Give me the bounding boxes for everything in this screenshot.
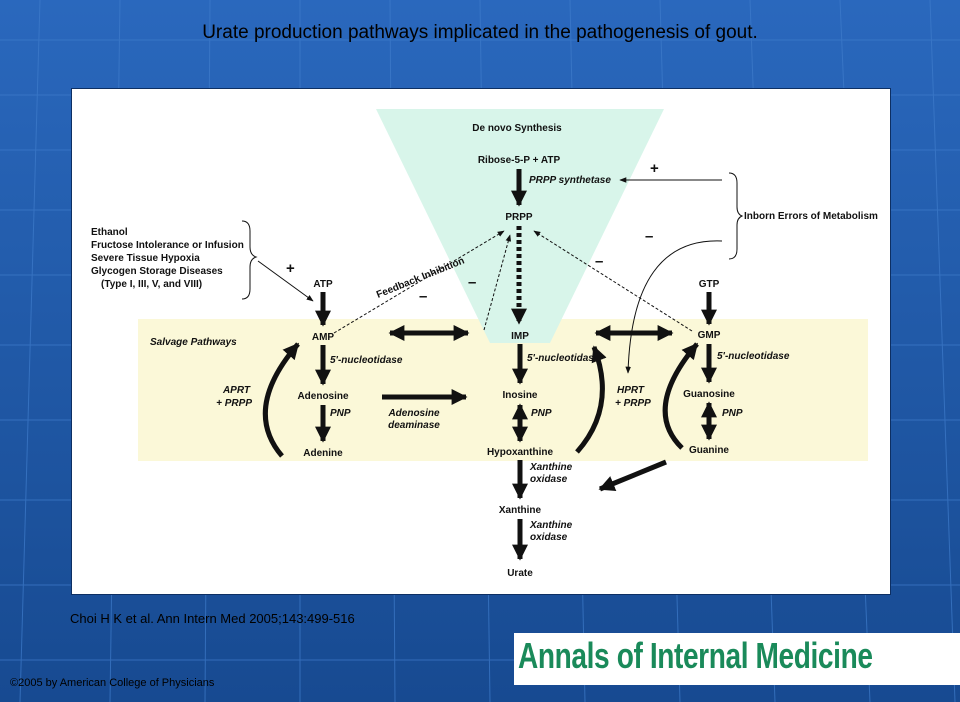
feedback-imp-to-prpp (483, 234, 512, 331)
enzyme-xo1-b: oxidase (530, 474, 568, 485)
enzyme-adenosine-deaminase-2: deaminase (388, 420, 440, 431)
node-adenine: Adenine (303, 448, 343, 459)
enzyme-xo1-a: Xanthine (529, 462, 573, 473)
regulation-arrows (257, 177, 723, 374)
enzyme-pnp-inosine: PNP (531, 408, 552, 419)
plus-sign-prpp-synthetase: + (650, 160, 659, 177)
arrow-guanine-to-xanthine (598, 459, 667, 492)
risk-factor-2: Fructose Intolerance or Infusion (91, 240, 244, 251)
feedback-amp-to-prpp (333, 230, 505, 334)
node-urate: Urate (507, 568, 533, 579)
risk-factor-1: Ethanol (91, 227, 128, 238)
enzyme-nucleotidase-amp: 5'-nucleotidase (330, 355, 403, 366)
enzyme-nucleotidase-imp: 5'-nucleotidase (527, 353, 600, 364)
risk-factor-4: Glycogen Storage Diseases (91, 266, 223, 277)
node-inosine: Inosine (502, 390, 537, 401)
minus-sign-inborn-errors: – (645, 228, 653, 245)
minus-sign-feedback-gmp: – (595, 253, 603, 270)
inborn-errors-label: Inborn Errors of Metabolism (744, 211, 878, 222)
node-adenosine: Adenosine (297, 391, 349, 402)
enzyme-nucleotidase-gmp: 5'-nucleotidase (717, 351, 790, 362)
slide-title: Urate production pathways implicated in … (202, 22, 758, 43)
pathway-arrows (262, 169, 718, 561)
inborn-errors-brace (728, 172, 744, 260)
diagram-panel: De novo Synthesis Salvage Pathways Ribos… (71, 88, 891, 595)
node-ribose: Ribose-5-P + ATP (478, 155, 561, 166)
risk-factor-brace (241, 220, 258, 300)
node-gmp: GMP (698, 330, 721, 341)
risk-factor-5: (Type I, III, V, and VIII) (101, 279, 202, 290)
journal-logo-text: Annals of Internal Medicine (518, 635, 873, 676)
enzyme-pnp-guanosine: PNP (722, 408, 743, 419)
arrow-guanine-salvage (662, 342, 699, 450)
de-novo-label: De novo Synthesis (472, 123, 562, 134)
enzyme-aprt-2: + PRPP (216, 398, 252, 409)
feedback-gmp-to-prpp (533, 230, 693, 332)
node-imp: IMP (511, 331, 529, 342)
node-gtp: GTP (699, 279, 720, 290)
enzyme-hprt-2: + PRPP (615, 398, 651, 409)
arrow-risk-factors-to-atp (257, 260, 314, 302)
plus-sign-atp: + (286, 260, 295, 277)
arrow-hprt-salvage (575, 345, 607, 454)
copyright: ©2005 by American College of Physicians (10, 677, 215, 689)
risk-factor-list: Ethanol Fructose Intolerance or Infusion… (91, 227, 244, 290)
journal-logo: Annals of Internal Medicine (514, 633, 960, 685)
enzyme-xo2-a: Xanthine (529, 520, 573, 531)
risk-factor-3: Severe Tissue Hypoxia (91, 253, 200, 264)
pathway-diagram: De novo Synthesis Salvage Pathways Ribos… (91, 109, 878, 579)
salvage-label: Salvage Pathways (150, 337, 237, 348)
enzyme-aprt-1: APRT (222, 385, 251, 396)
node-amp: AMP (312, 332, 335, 343)
enzyme-xo2-b: oxidase (530, 532, 568, 543)
arrow-aprt-salvage (262, 342, 300, 458)
enzyme-adenosine-deaminase-1: Adenosine (387, 408, 440, 419)
node-guanosine: Guanosine (683, 389, 735, 400)
node-guanine: Guanine (689, 445, 729, 456)
minus-sign-feedback-imp: – (468, 274, 476, 291)
minus-sign-feedback-amp: – (419, 288, 427, 305)
enzyme-prpp-synthetase: PRPP synthetase (529, 175, 611, 186)
enzyme-pnp-adenosine: PNP (330, 408, 351, 419)
enzyme-hprt-1: HPRT (617, 385, 645, 396)
node-prpp: PRPP (505, 212, 533, 223)
node-atp: ATP (313, 279, 333, 290)
citation: Choi H K et al. Ann Intern Med 2005;143:… (70, 611, 355, 626)
node-xanthine: Xanthine (499, 505, 542, 516)
arrow-inborn-to-hprt (625, 240, 723, 374)
node-hypoxanthine: Hypoxanthine (487, 447, 554, 458)
